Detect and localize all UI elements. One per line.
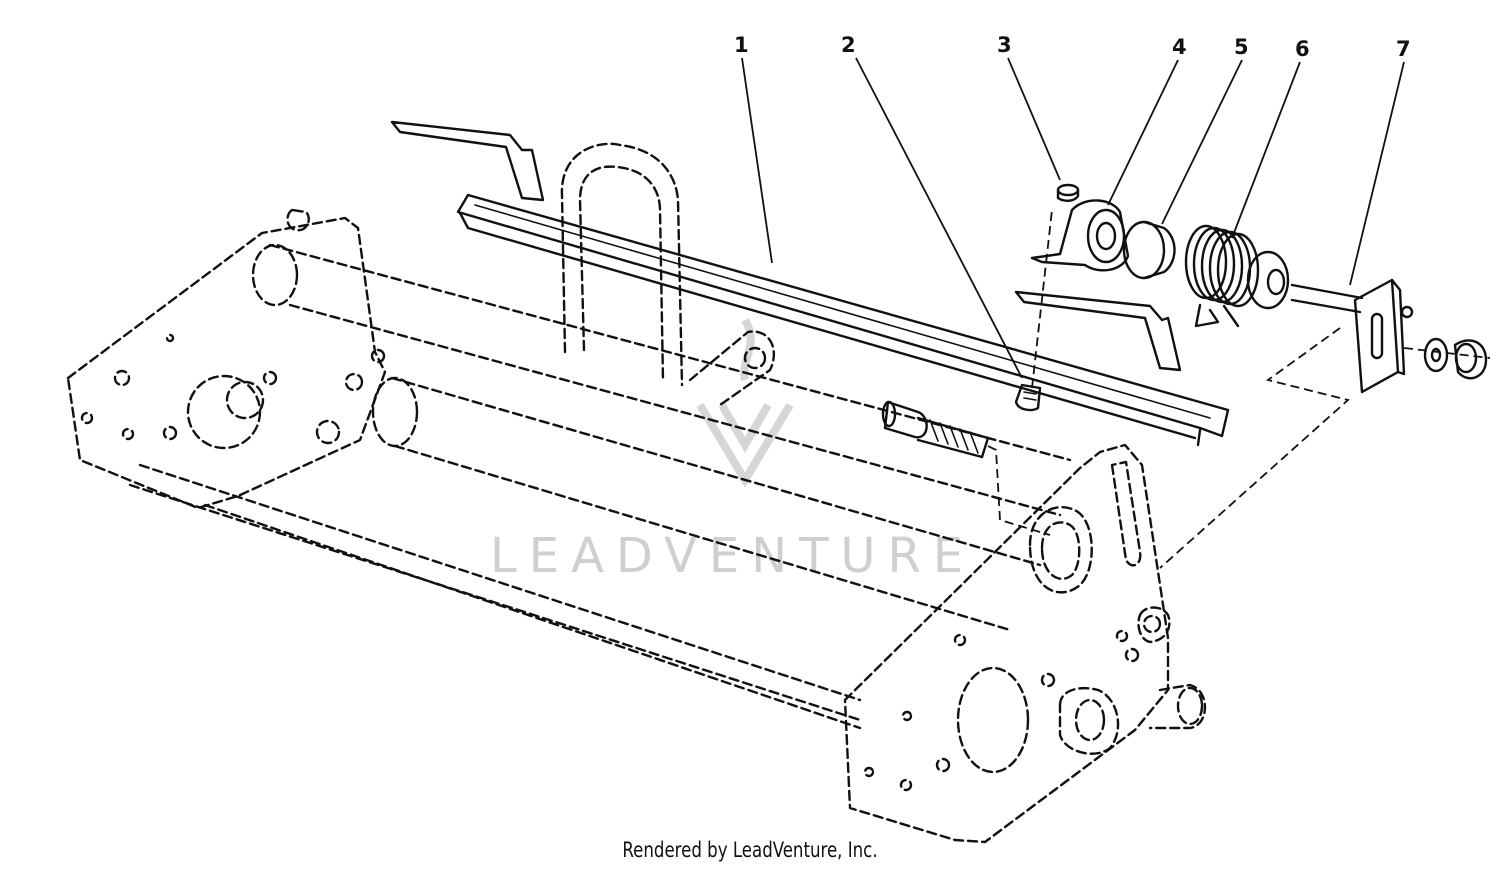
u-handle [560, 142, 684, 387]
adjuster-bolt [881, 400, 1051, 536]
left-side-plate [66, 208, 387, 510]
center-lug [688, 330, 775, 407]
callout-7: 7 [1396, 37, 1411, 61]
callout-2: 2 [841, 33, 856, 57]
bushing-part-5 [1122, 220, 1176, 280]
bolt-part-2 [1014, 209, 1053, 412]
callout-6: 6 [1295, 37, 1310, 61]
callout-5: 5 [1234, 35, 1249, 59]
spring-part-6 [1184, 224, 1290, 328]
shaft-part-7 [1159, 278, 1491, 569]
lower-rail [128, 463, 862, 730]
callout-leaders [741, 57, 1405, 379]
callout-3: 3 [997, 33, 1012, 57]
clip-part-3 [1056, 183, 1080, 202]
bearing-part-4 [1030, 199, 1130, 272]
right-side-plate [843, 443, 1207, 844]
lower-tube [371, 376, 1042, 632]
watermark-text: LEADVENTURE [490, 528, 975, 584]
callout-4: 4 [1172, 35, 1187, 59]
callout-labels: 1 2 3 4 5 6 7 [734, 33, 1411, 61]
watermark: LEADVENTURE [490, 317, 975, 584]
callout-1: 1 [734, 33, 749, 57]
render-credit-caption: Rendered by LeadVenture, Inc. [622, 838, 878, 862]
watermark-logo [696, 317, 794, 488]
housing-rail [390, 120, 1230, 447]
